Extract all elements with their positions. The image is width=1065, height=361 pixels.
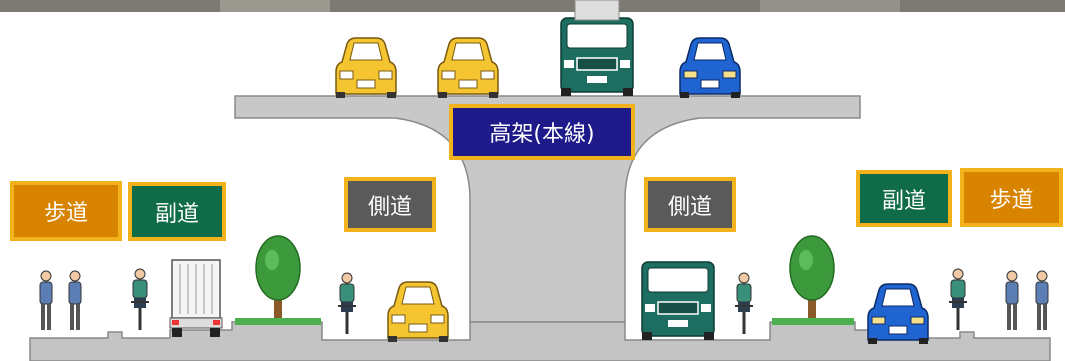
truck-cargo-top [574, 0, 620, 21]
median-green-right [772, 318, 854, 325]
yellow-car-icon [335, 37, 397, 99]
pedestrian-icon [1035, 270, 1049, 331]
blue-car-icon [679, 37, 741, 99]
pedestrian-icon [39, 270, 53, 331]
green-truck-icon [641, 261, 715, 341]
tree-icon [789, 235, 835, 319]
label-side-road-right: 側道 [644, 177, 736, 232]
label-sidewalk-right: 歩道 [960, 168, 1063, 227]
cyclist-icon [129, 267, 151, 332]
green-truck-icon [560, 17, 634, 97]
yellow-car-icon [387, 281, 449, 343]
label-frontage-road-left: 副道 [128, 182, 226, 241]
ground-profile [29, 321, 1051, 361]
median-green-left [235, 318, 321, 325]
cyclist-icon [336, 271, 358, 336]
yellow-car-icon [437, 37, 499, 99]
blue-car-icon [867, 283, 929, 345]
pedestrian-icon [1005, 270, 1019, 331]
label-elevated-main: 高架(本線) [449, 104, 635, 160]
cyclist-icon [947, 267, 969, 332]
label-side-road-left: 側道 [344, 177, 436, 232]
photo-strip [0, 0, 1065, 12]
tree-icon [255, 235, 301, 319]
label-frontage-road-right: 副道 [856, 170, 952, 227]
label-sidewalk-left: 歩道 [10, 181, 122, 241]
white-box-truck-icon [169, 259, 223, 338]
cyclist-icon [733, 271, 755, 336]
pedestrian-icon [68, 270, 82, 331]
